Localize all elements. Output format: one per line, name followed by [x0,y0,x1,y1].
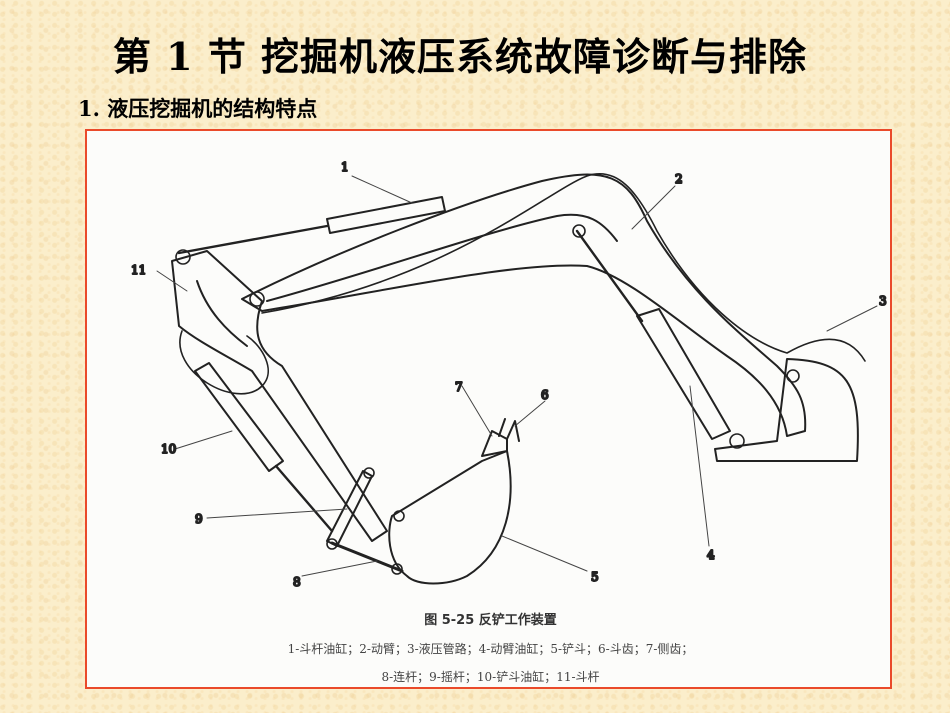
boom-cylinder-rod [575,229,644,323]
legend-line-2: 8-连杆；9-摇杆；10-铲斗油缸；11-斗杆 [381,670,600,684]
callout-9: 9 [195,512,203,526]
callout-6: 6 [541,388,549,402]
callout-3: 3 [879,294,887,308]
callout-1: 1 [341,160,349,174]
boom-foot-bracket [714,358,859,462]
boom-inner-contour [266,213,618,302]
hydraulic-hose [261,173,866,362]
boom-cylinder-barrel [636,308,731,440]
figure-caption: 图 5-25 反铲工作装置 [424,613,557,628]
callout-8: 8 [293,575,301,589]
bucket-side-tooth [481,430,508,457]
callout-2: 2 [675,172,683,186]
bucket-teeth [498,418,520,442]
arm-cylinder-rod [177,224,329,255]
section-subtitle: 1. 液压挖掘机的结构特点 [78,96,318,121]
legend-line-1: 1-斗杆油缸；2-动臂；3-液压管路；4-动臂油缸；5-铲斗；6-斗齿；7-侧齿… [287,642,694,656]
arm-outline [171,250,388,542]
bucket-outline [388,450,512,585]
slide-title: 第 1 节 挖掘机液压系统故障诊断与排除 [112,34,808,79]
connecting-rod [330,541,404,573]
figure-frame: 1 2 3 4 5 6 7 8 9 10 11 图 5-25 反铲工作装置 1-… [85,129,892,689]
excavator-backhoe-drawing: 1 2 3 4 5 6 7 8 9 10 11 [130,159,888,590]
boom-outline [241,173,807,437]
hydraulic-hose-loop [179,330,269,395]
callout-4: 4 [707,548,715,562]
arm-inner [196,280,248,347]
callout-leaders [156,175,878,577]
callout-10: 10 [161,442,176,456]
pivot-pins [175,224,800,575]
callout-11: 11 [131,263,146,277]
bucket-cylinder-rod [274,464,334,533]
arm-cylinder-barrel [326,196,446,234]
callout-5: 5 [591,570,599,584]
callout-7: 7 [455,380,463,394]
bucket-cylinder-barrel [194,362,284,472]
